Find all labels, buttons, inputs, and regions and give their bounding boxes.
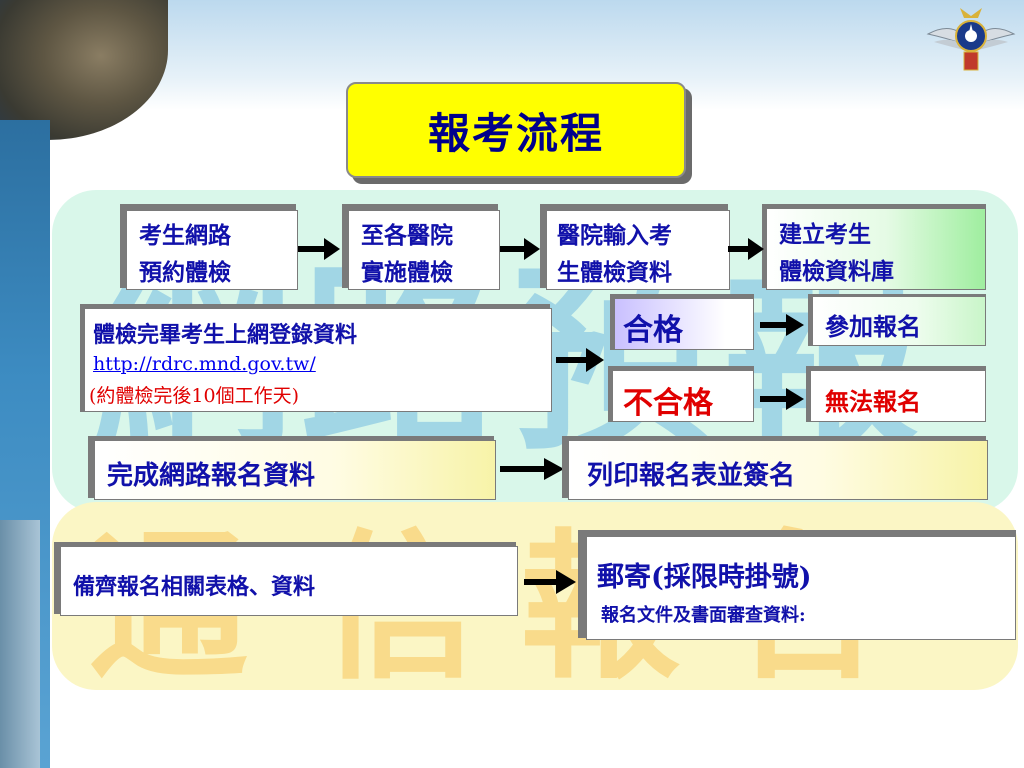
step-text-line2: 實施體檢 [361,259,453,286]
pass-box: 合格 [614,298,754,350]
prepare-docs-box: 備齊報名相關表格、資料 [60,546,518,616]
step-reserve-exam: 考生網路 預約體檢 [126,210,298,290]
complete-online-box: 完成網路報名資料 [94,440,496,500]
arrow-right-icon [524,570,576,594]
step-build-database: 建立考生 體檢資料庫 [766,208,986,290]
arrow-right-icon [760,314,804,336]
login-note: (約體檢完後10個工作天) [89,385,300,407]
print-sign-box: 列印報名表並簽名 [568,440,988,500]
cannot-register-box: 無法報名 [810,370,986,422]
step-text-line2: 生體檢資料 [557,259,672,286]
step-text-line1: 考生網路 [139,222,231,249]
step-text-line1: 建立考生 [779,221,871,248]
fail-label: 不合格 [623,386,713,421]
pass-result: 參加報名 [825,312,921,341]
step-text-line1: 至各醫院 [361,222,453,249]
login-data-box: 體檢完畢考生上網登錄資料 http://rdrc.mnd.gov.tw/ (約體… [84,308,552,412]
step-text-line1: 醫院輸入考 [557,222,672,249]
complete-online-text: 完成網路報名資料 [107,461,316,491]
fail-result: 無法報名 [825,387,921,416]
mail-subtitle: 報名文件及書面審查資料: [601,605,806,626]
arrow-right-icon [500,238,540,260]
print-sign-text: 列印報名表並簽名 [587,461,796,491]
step-text-line2: 體檢資料庫 [779,258,894,285]
air-force-emblem-icon [926,8,1016,71]
join-registration-box: 參加報名 [812,296,986,346]
mail-box: 郵寄(採限時掛號) 報名文件及書面審查資料: [586,536,1016,640]
login-instruction: 體檢完畢考生上網登錄資料 [93,322,358,348]
arrow-right-icon [728,238,764,260]
fail-box: 不合格 [612,370,754,422]
step-text-line2: 預約體檢 [139,259,231,286]
title-box: 報考流程 [346,82,686,178]
left-decorative-strip [0,520,40,768]
arrow-right-icon [556,348,604,372]
arrow-right-icon [500,458,564,480]
step-hospital-exam: 至各醫院 實施體檢 [348,210,500,290]
login-url-link[interactable]: http://rdrc.mnd.gov.tw/ [93,353,316,375]
arrow-right-icon [760,388,804,410]
prepare-docs-text: 備齊報名相關表格、資料 [73,574,316,600]
mail-title: 郵寄(採限時掛號) [597,562,812,593]
watermark-char: 報 [718,245,919,478]
page-title: 報考流程 [427,108,604,158]
corner-photo [0,0,168,140]
step-hospital-input: 醫院輸入考 生體檢資料 [546,210,730,290]
pass-label: 合格 [623,313,683,348]
arrow-right-icon [298,238,340,260]
